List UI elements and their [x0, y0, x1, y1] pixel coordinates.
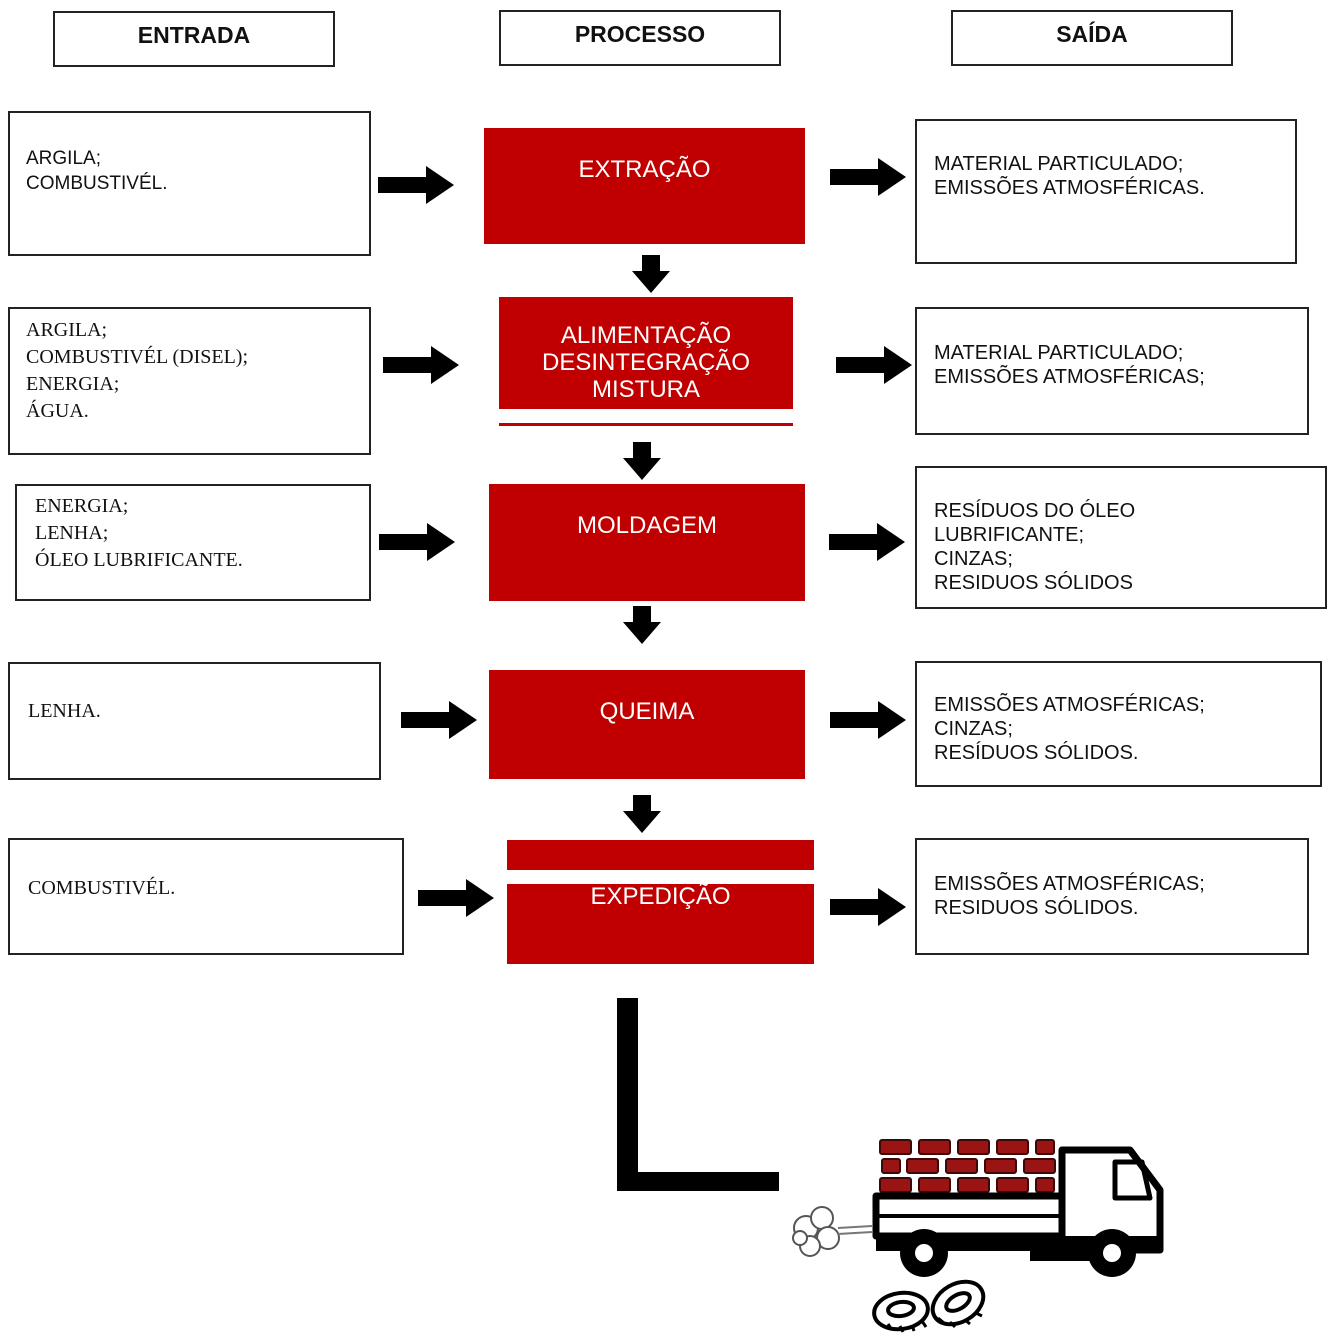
output-line: EMISSÕES ATMOSFÉRICAS; — [934, 366, 1205, 388]
output-line: CINZAS; — [934, 718, 1013, 740]
input-line: COMBUSTIVÉL. — [26, 173, 168, 194]
process-label: EXPEDIÇÃO — [590, 883, 731, 910]
input-line: LENHA; — [35, 522, 109, 544]
process-underline — [499, 423, 793, 426]
process-label: EXTRAÇÃO — [578, 156, 711, 183]
output-box-extracao: MATERIAL PARTICULADO; EMISSÕES ATMOSFÉRI… — [915, 119, 1297, 264]
arrow-right-icon — [836, 346, 912, 384]
input-line: COMBUSTIVÉL. — [28, 877, 176, 899]
delivery-truck-with-bricks-icon — [792, 1139, 1164, 1333]
arrow-right-icon — [379, 523, 455, 561]
output-line: CINZAS; — [934, 548, 1013, 570]
tire-icon — [930, 1279, 986, 1329]
output-line: EMISSÕES ATMOSFÉRICAS; — [934, 873, 1205, 895]
process-expedicao: EXPEDIÇÃO — [507, 883, 814, 964]
input-line: ÁGUA. — [26, 400, 89, 422]
arrow-right-icon — [378, 166, 454, 204]
output-line: RESÍDUOS SÓLIDOS. — [934, 742, 1139, 764]
output-box-moldagem: RESÍDUOS DO ÓLEO LUBRIFICANTE; CINZAS; R… — [915, 466, 1327, 609]
output-line: EMISSÕES ATMOSFÉRICAS. — [934, 177, 1205, 199]
input-box-alimentacao: ARGILA; COMBUSTIVÉL (DISEL); ENERGIA; ÁG… — [8, 307, 371, 455]
input-line: COMBUSTIVÉL (DISEL); — [26, 346, 249, 368]
output-line: RESIDUOS SÓLIDOS. — [934, 897, 1139, 919]
process-label: ALIMENTAÇÃO — [560, 322, 732, 349]
input-box-extracao: ARGILA; COMBUSTIVÉL. — [8, 111, 371, 256]
process-moldagem: MOLDAGEM — [489, 484, 805, 601]
input-line: ARGILA; — [26, 148, 101, 169]
wheel-icon — [1088, 1229, 1136, 1277]
input-box-expedicao: COMBUSTIVÉL. — [8, 838, 404, 955]
process-top-bar — [507, 840, 814, 870]
header-entrada: ENTRADA — [53, 11, 335, 67]
arrow-right-icon — [401, 701, 477, 739]
output-line: MATERIAL PARTICULADO; — [934, 153, 1184, 175]
input-line: ENERGIA; — [35, 495, 129, 517]
output-line: EMISSÕES ATMOSFÉRICAS; — [934, 694, 1205, 716]
arrow-right-icon — [830, 888, 906, 926]
header-processo: PROCESSO — [499, 10, 781, 66]
arrow-right-icon — [830, 701, 906, 739]
process-label: DESINTEGRAÇÃO — [541, 349, 751, 376]
wheel-icon — [900, 1229, 948, 1277]
bricks-icon — [879, 1139, 1056, 1193]
output-line: MATERIAL PARTICULADO; — [934, 342, 1184, 364]
process-extracao: EXTRAÇÃO — [484, 128, 805, 244]
arrow-down-icon — [623, 606, 661, 644]
arrow-right-icon — [830, 158, 906, 196]
arrow-right-icon — [418, 879, 494, 917]
output-box-queima: EMISSÕES ATMOSFÉRICAS; CINZAS; RESÍDUOS … — [915, 661, 1322, 787]
arrow-down-icon — [632, 255, 670, 293]
arrow-right-icon — [829, 523, 905, 561]
arrow-right-icon — [383, 346, 459, 384]
input-line: ÓLEO LUBRIFICANTE. — [35, 549, 243, 571]
arrow-down-icon — [623, 795, 661, 833]
output-line: RESÍDUOS DO ÓLEO — [934, 500, 1136, 522]
tire-icon — [872, 1290, 930, 1333]
arrow-down-icon — [623, 442, 661, 480]
process-label: MISTURA — [592, 376, 700, 403]
input-box-queima: LENHA. — [8, 662, 381, 780]
output-box-alimentacao: MATERIAL PARTICULADO; EMISSÕES ATMOSFÉRI… — [915, 307, 1309, 435]
l-connector — [617, 998, 779, 1191]
output-line: LUBRIFICANTE; — [934, 524, 1085, 546]
input-box-moldagem: ENERGIA; LENHA; ÓLEO LUBRIFICANTE. — [15, 484, 371, 601]
process-label: MOLDAGEM — [576, 512, 717, 539]
process-alimentacao-desintegracao-mistura: ALIMENTAÇÃO DESINTEGRAÇÃO MISTURA — [499, 297, 793, 409]
process-queima: QUEIMA — [489, 670, 805, 779]
output-line: RESIDUOS SÓLIDOS — [934, 572, 1133, 594]
input-line: ARGILA; — [26, 319, 108, 341]
input-line: ENERGIA; — [26, 373, 120, 395]
output-box-expedicao: EMISSÕES ATMOSFÉRICAS; RESIDUOS SÓLIDOS. — [915, 838, 1309, 955]
input-line: LENHA. — [28, 700, 101, 722]
exhaust-smoke-icon — [792, 1206, 873, 1257]
process-label: QUEIMA — [599, 698, 695, 725]
header-saida: SAÍDA — [951, 10, 1233, 66]
